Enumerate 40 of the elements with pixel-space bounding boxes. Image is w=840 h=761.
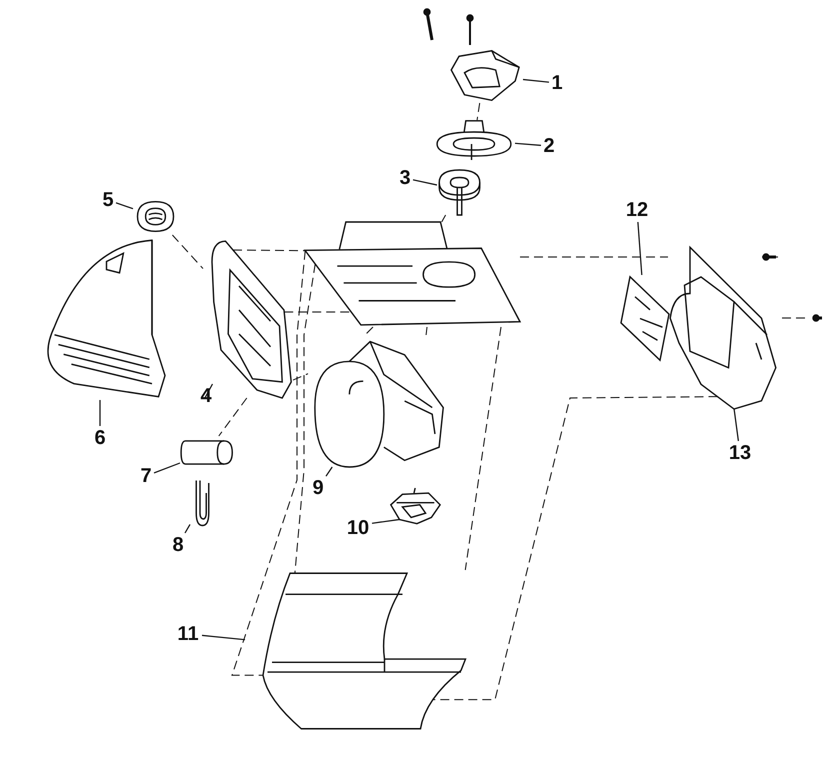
callout-number: 9 xyxy=(310,476,326,500)
alignment-line xyxy=(364,326,374,336)
leader-line xyxy=(154,462,180,474)
alignment-line xyxy=(231,250,306,676)
leader-line xyxy=(514,142,542,146)
alignment-line xyxy=(232,250,306,252)
callout-number: 3 xyxy=(397,166,413,190)
leader-line xyxy=(326,466,333,477)
callout-number: 1 xyxy=(549,71,565,95)
callout-number: 2 xyxy=(541,134,557,158)
leader-line xyxy=(204,384,214,398)
callout-number: 6 xyxy=(92,426,108,450)
leader-line xyxy=(637,222,642,276)
alignment-line xyxy=(218,398,248,436)
alignment-line xyxy=(294,264,316,574)
callout-number: 7 xyxy=(138,464,154,488)
alignment-line xyxy=(432,396,718,700)
callout-number: 11 xyxy=(174,622,202,646)
callout-number: 8 xyxy=(170,533,186,557)
alignment-line xyxy=(172,234,204,270)
leader-line xyxy=(99,400,101,426)
part-drawing xyxy=(620,275,670,362)
part-drawing xyxy=(305,222,520,327)
callout-number: 12 xyxy=(623,198,651,222)
callout-number: 10 xyxy=(344,516,372,540)
callout-number: 13 xyxy=(726,441,754,465)
leader-line xyxy=(734,408,739,442)
alignment-line xyxy=(520,256,668,258)
leader-line xyxy=(202,634,246,640)
callout-number: 5 xyxy=(100,188,116,212)
alignment-line xyxy=(441,214,446,222)
leader-line xyxy=(184,524,191,534)
alignment-line xyxy=(476,102,480,120)
alignment-line xyxy=(426,326,428,336)
leader-line xyxy=(522,78,550,83)
leader-line xyxy=(412,179,438,186)
leader-line xyxy=(372,518,400,524)
leader-line xyxy=(116,202,134,210)
alignment-line xyxy=(464,326,502,570)
alignment-line xyxy=(292,373,308,381)
